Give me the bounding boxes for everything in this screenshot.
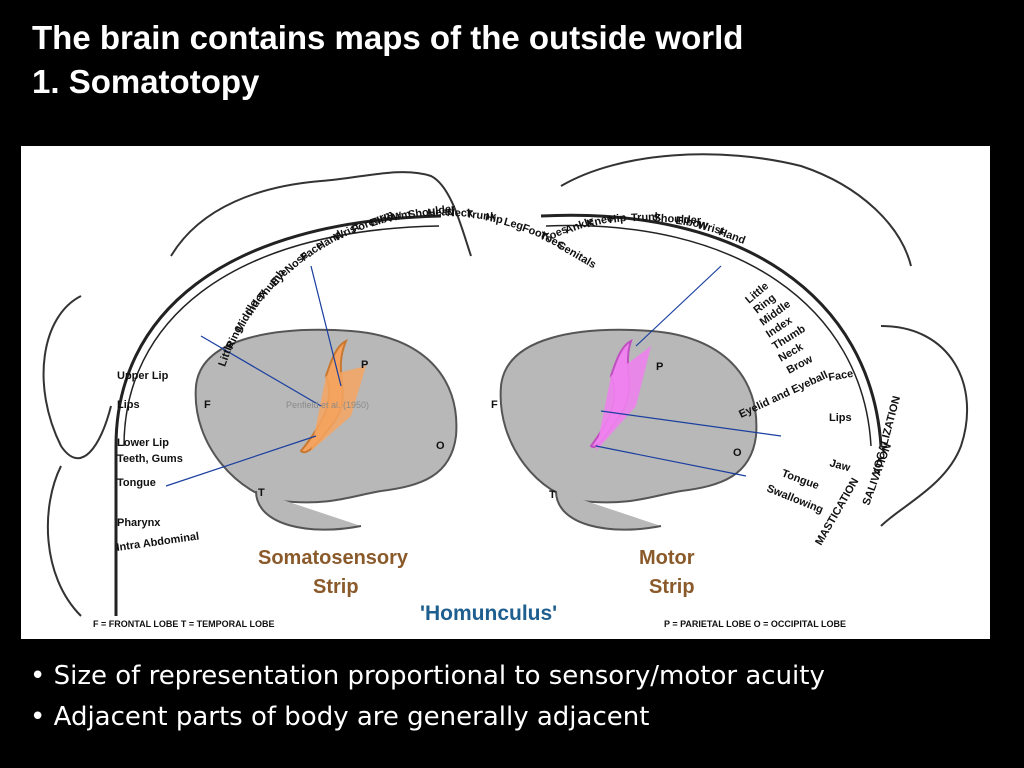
- pointer-line-4: [635, 265, 722, 347]
- motor-label-trunk: Trunk: [631, 211, 662, 224]
- sensory-tongue-outline: [46, 465, 82, 617]
- pointer-line-6: [595, 445, 747, 477]
- motor-arc: [540, 213, 883, 447]
- pointer-line-1: [200, 335, 322, 407]
- sensory-label-lower-lip: Lower Lip: [117, 437, 169, 449]
- lobe-letter-f-left: F: [204, 399, 211, 411]
- sensory-label-pharynx: Pharynx: [117, 517, 161, 529]
- motor-label-hip: Hip: [608, 212, 628, 226]
- credit-label: Penfield et al. (1950): [286, 400, 369, 410]
- sensory-label-hip: Hip: [484, 211, 504, 226]
- motor-title-line1: Motor: [639, 547, 695, 569]
- motor-label-jaw: Jaw: [828, 457, 852, 474]
- figure-caption: 'Homunculus': [420, 602, 557, 625]
- sensory-label-upper-lip: Upper Lip: [117, 370, 169, 382]
- lobe-letter-t-right: T: [549, 489, 556, 501]
- motor-arc-inner: [545, 224, 872, 447]
- pointer-line-2: [165, 435, 317, 487]
- legend-right: P = PARIETAL LOBE O = OCCIPITAL LOBE: [664, 619, 846, 629]
- lobe-letter-p-right: P: [656, 361, 663, 373]
- motor-title-line2: Strip: [649, 576, 695, 598]
- lobe-letter-o-right: O: [733, 447, 742, 459]
- motor-label-lips: Lips: [829, 412, 852, 424]
- sensory-label-trunk: Trunk: [465, 208, 497, 223]
- sensory-face-outline: [42, 295, 112, 460]
- sensory-arc: [114, 214, 442, 447]
- lobe-letter-o-left: O: [436, 440, 445, 452]
- bullet-list: • Size of representation proportional to…: [30, 656, 825, 738]
- sensory-label-genitals: Genitals: [555, 239, 599, 271]
- pointer-line-3: [310, 265, 342, 387]
- motor-side-labels: LittleRingMiddleIndexThumbNeckBrowEyelid…: [737, 280, 854, 516]
- pointer-line-5: [600, 410, 782, 437]
- somatosensory-strip-fill: [311, 366, 366, 451]
- motor-strip-fill: [596, 346, 651, 451]
- bullet-item: • Size of representation proportional to…: [30, 661, 825, 691]
- lobe-letter-f-right: F: [491, 399, 498, 411]
- motor-label-elbow: Elbow: [675, 215, 709, 232]
- legend-left: F = FRONTAL LOBE T = TEMPORAL LOBE: [93, 619, 275, 629]
- somatosensory-title-line1: Somatosensory: [258, 547, 409, 569]
- slide-title: The brain contains maps of the outside w…: [32, 16, 743, 104]
- sensory-label-intra-abdominal: Intra Abdominal: [116, 530, 200, 553]
- homunculus-diagram: P F O T P F O T Penfield et al. (1950) L…: [42, 153, 969, 629]
- motor-label-face: Face: [827, 368, 854, 384]
- bullet-text: Adjacent parts of body are generally adj…: [53, 702, 650, 732]
- bullet-text: Size of representation proportional to s…: [53, 661, 825, 691]
- title-line-2: 1. Somatotopy: [32, 63, 260, 100]
- lobe-letter-t-left: T: [258, 487, 265, 499]
- title-line-1: The brain contains maps of the outside w…: [32, 19, 744, 56]
- sensory-label-tongue: Tongue: [117, 477, 156, 489]
- sensory-temporal-lobe: [255, 490, 362, 531]
- sensory-label-head: Head: [427, 206, 455, 220]
- motor-label-shoulder: Shoulder: [653, 212, 702, 227]
- sensory-label-lips: Lips: [117, 399, 140, 411]
- sensory-label-arm: Arm: [388, 208, 412, 225]
- sensory-arc-inner: [123, 225, 440, 447]
- bullet-item: • Adjacent parts of body are generally a…: [30, 702, 650, 732]
- homunculus-figure: P F O T P F O T Penfield et al. (1950) L…: [21, 146, 990, 639]
- lobe-letter-p-left: P: [361, 359, 368, 371]
- motor-face-outline: [880, 325, 969, 527]
- sensory-label-teeth-gums: Teeth, Gums: [117, 453, 183, 465]
- motor-body-outline: [560, 153, 912, 267]
- sensory-label-neck: Neck: [447, 207, 474, 220]
- sensory-body-outline: [170, 171, 472, 257]
- sensory-label-leg: Leg: [502, 216, 524, 233]
- somatosensory-title-line2: Strip: [313, 576, 359, 598]
- motor-temporal-lobe: [555, 490, 662, 531]
